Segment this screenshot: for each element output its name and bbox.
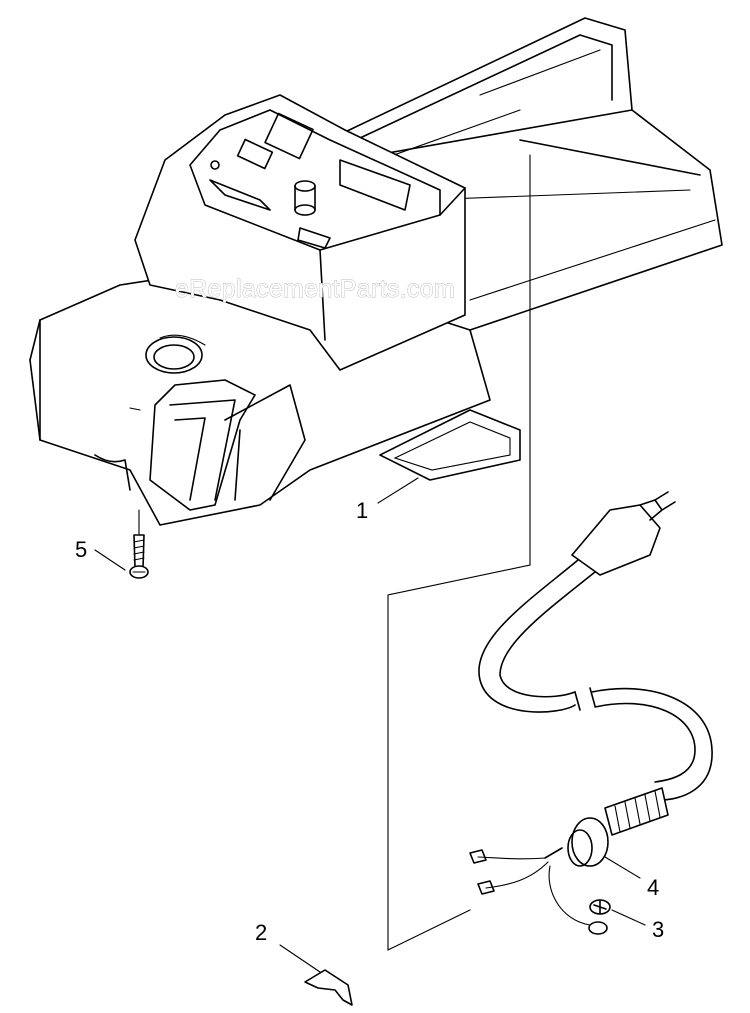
watermark-text: eReplacementParts.com [175, 275, 455, 303]
callout-4: 4 [647, 875, 659, 900]
screw-part-3 [589, 899, 646, 926]
callout-2: 2 [255, 920, 267, 945]
leader-lines [94, 477, 419, 571]
power-cord-part-4 [469, 491, 713, 935]
screw-part-5 [129, 509, 149, 579]
assembly-boundary [387, 154, 531, 951]
housing-base [29, 17, 723, 526]
callout-5: 5 [75, 537, 87, 562]
callout-1: 1 [356, 498, 368, 523]
clip-part-2 [279, 944, 353, 1006]
callout-3: 3 [652, 917, 664, 942]
